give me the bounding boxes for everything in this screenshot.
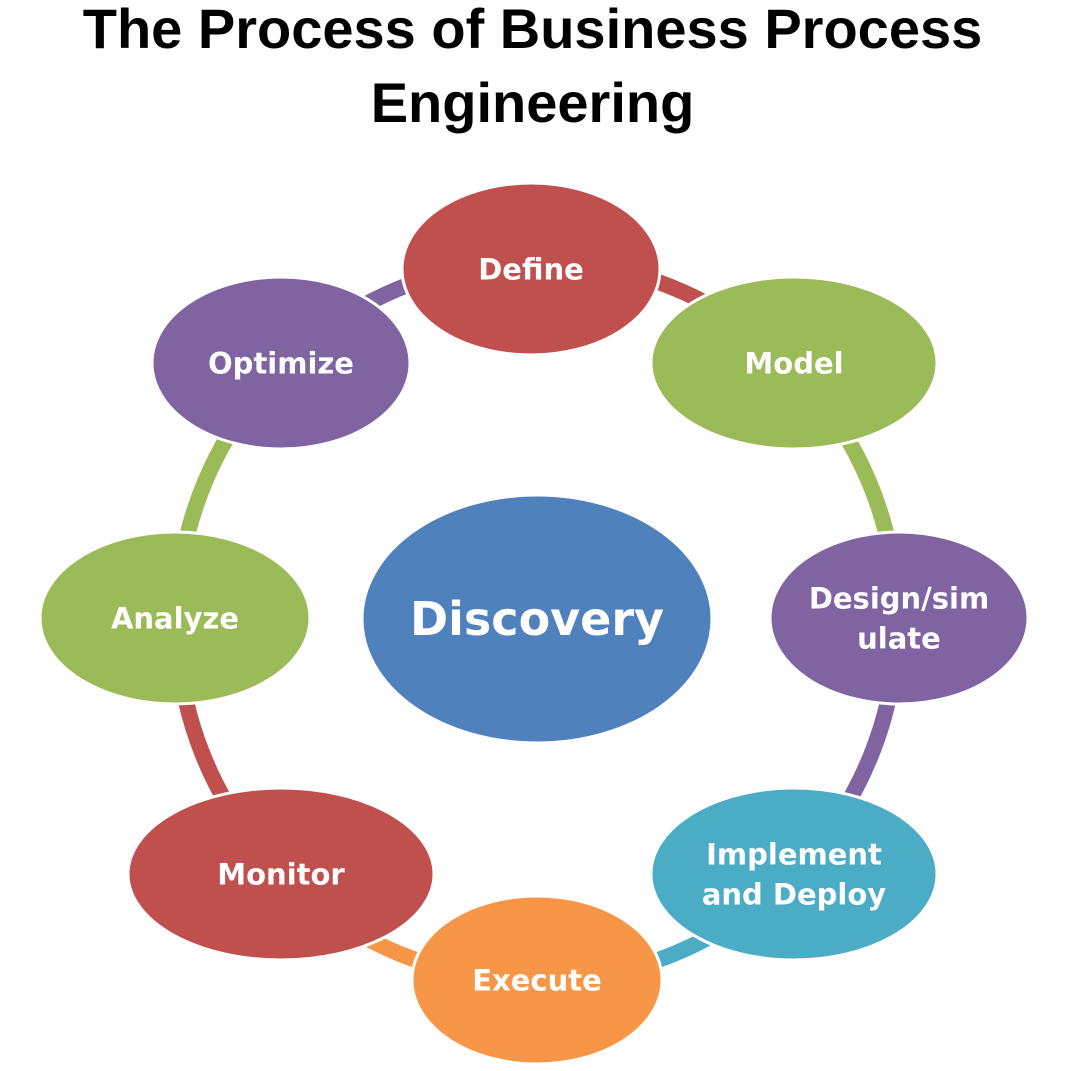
step-ellipse-design-simulate <box>768 530 1030 706</box>
step-node-design-simulate: Design/sim ulate <box>768 530 1030 706</box>
page-title-line-1: The Process of Business Process <box>82 0 983 60</box>
step-ellipse-define <box>400 181 662 357</box>
step-label-implement-deploy-line-1: Implement <box>706 837 882 871</box>
step-label-monitor: Monitor <box>217 857 345 891</box>
step-label-define: Define <box>478 252 584 286</box>
step-node-monitor: Monitor <box>126 786 436 962</box>
step-label-design-simulate-line-1: Design/sim <box>809 581 989 615</box>
step-node-execute: Execute <box>410 894 664 1066</box>
step-ellipse-optimize <box>150 275 412 451</box>
step-label-design-simulate-line-2: ulate <box>857 621 941 655</box>
step-ellipse-implement-deploy <box>649 786 939 962</box>
step-label-optimize: Optimize <box>208 346 354 380</box>
step-node-analyze: Analyze <box>38 530 312 706</box>
step-label-execute: Execute <box>472 963 602 997</box>
center-node-ellipse <box>360 493 714 745</box>
step-node-define: Define <box>400 181 662 357</box>
step-ellipse-monitor <box>126 786 436 962</box>
step-label-analyze: Analyze <box>111 601 239 635</box>
center-node-label: Discovery <box>410 592 664 646</box>
step-node-implement-deploy: Implement and Deploy <box>649 786 939 962</box>
page-title-line-2: Engineering <box>370 71 695 134</box>
step-ellipse-model <box>649 275 939 451</box>
step-ellipse-execute <box>410 894 664 1066</box>
step-label-model: Model <box>744 346 843 380</box>
step-ellipse-analyze <box>38 530 312 706</box>
step-label-implement-deploy-line-2: and Deploy <box>702 877 886 911</box>
page-title: The Process of Business Process Engineer… <box>0 0 1065 140</box>
center-node: Discovery <box>360 493 714 745</box>
step-node-optimize: Optimize <box>150 275 412 451</box>
step-node-model: Model <box>649 275 939 451</box>
